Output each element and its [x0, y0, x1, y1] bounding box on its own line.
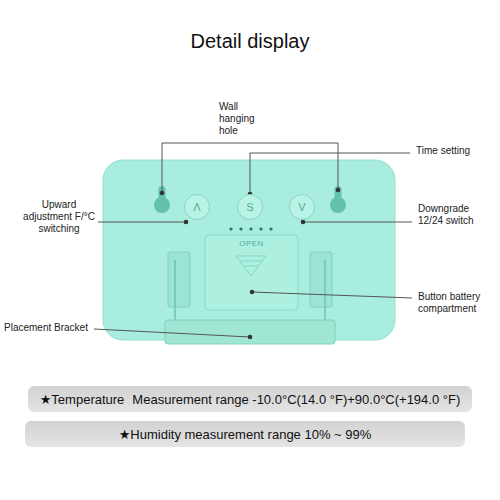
door-label-area: OPEN — [205, 236, 298, 250]
node-text: S — [246, 201, 253, 213]
part-label: Button battery compartment — [418, 291, 496, 315]
leader-line — [94, 143, 412, 337]
door-arrow — [236, 256, 266, 276]
placement-bracket — [165, 320, 335, 344]
node-text: ★Humidity measurement range 10% ~ 99% — [119, 427, 372, 442]
spec-bar: ★Temperature Measurement range -10.0°C(14… — [28, 386, 473, 412]
bracket-arm — [175, 260, 325, 322]
diagram-title: Detail display — [0, 30, 500, 53]
control-button: V — [289, 194, 315, 220]
battery-door — [205, 235, 298, 310]
part-label: Time setting — [416, 145, 496, 157]
node-detail-text: Measurement range -10.0°C(14.0 °F)+90.0°… — [132, 392, 460, 407]
part-label: Wall hanging hole — [219, 101, 265, 136]
node-text: ★Temperature — [40, 392, 125, 407]
part-label: Placement Bracket — [4, 322, 96, 334]
control-button: S — [237, 194, 263, 220]
node-text: Λ — [193, 201, 200, 213]
node-text: OPEN — [239, 239, 264, 248]
part-label: Downgrade 12/24 switch — [418, 203, 484, 227]
control-button: Λ — [184, 194, 210, 220]
part-label: Upward adjustment F/°C switching — [22, 199, 96, 234]
device-body — [103, 160, 395, 340]
leader-dot — [160, 188, 341, 340]
spec-bar: ★Humidity measurement range 10% ~ 99% — [25, 421, 465, 447]
bracket-slot — [168, 252, 332, 307]
node-text: V — [298, 201, 305, 213]
dot-row — [229, 227, 272, 230]
